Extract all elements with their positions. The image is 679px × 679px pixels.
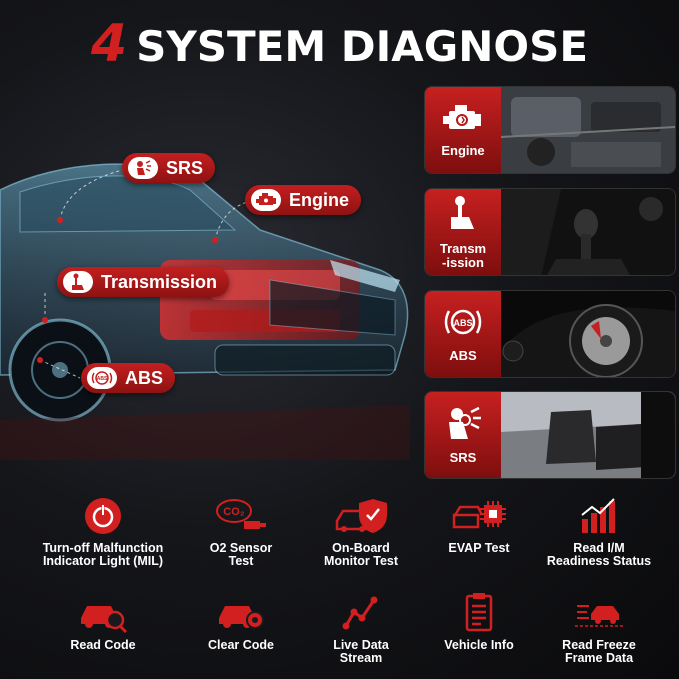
feature-read-im-readiness-label: Read I/M Readiness Status [546,541,652,568]
feature-evap-test-label: EVAP Test [448,541,510,555]
feature-read-freeze-frame: Read Freeze Frame Data [534,591,664,665]
gear-shifter-photo [501,189,675,275]
abs-icon: ABS [87,367,117,389]
feature-read-code-label: Read Code [70,638,136,652]
feature-vehicle-info: Vehicle Info [414,591,544,652]
system-card-engine: Engine [424,86,676,174]
system-card-engine-label: Engine [441,142,485,158]
tag-abs: ABS ABS [81,363,176,393]
car-xray-graphic [0,163,410,460]
feature-o2-sensor-test: CO₂ O2 Sensor Test [176,494,306,568]
tag-transmission-label: Transmission [101,271,218,292]
car-illustration [0,120,420,460]
system-card-srs-label: SRS [449,449,477,465]
line-graph-icon [296,591,426,635]
car-frame-icon [534,591,664,635]
feature-clear-code: Clear Code [176,591,306,652]
engine-icon [441,103,485,138]
feature-turn-off-mil-label: Turn-off Malfunction Indicator Light (MI… [42,541,164,568]
system-card-abs: ABS ABS [424,290,676,378]
feature-clear-code-label: Clear Code [208,638,274,652]
bar-chart-icon [534,494,664,538]
wheel-photo [501,291,675,377]
engine-photo [500,87,675,173]
feature-read-im-readiness: Read I/M Readiness Status [534,494,664,568]
system-card-srs: SRS [424,391,676,479]
feature-on-board-monitor: On-Board Monitor Test [296,494,426,568]
svg-text:CO₂: CO₂ [223,506,245,518]
power-icon [38,494,168,538]
car-seat-photo [501,392,675,478]
tag-engine: Engine [245,185,362,215]
feature-live-data-stream-label: Live Data Stream [333,638,389,665]
gear-shift-icon [448,195,478,236]
car-shield-icon [296,494,426,538]
car-search-icon [38,591,168,635]
car-chip-icon [414,494,544,538]
title-number: 4 [90,14,127,74]
tag-transmission: Transmission [57,267,230,297]
engine-icon [251,189,281,211]
svg-text:ABS: ABS [453,318,472,328]
system-card-transmission-label: Transm -ission [439,240,487,270]
tag-engine-label: Engine [289,189,350,210]
feature-vehicle-info-label: Vehicle Info [444,638,514,652]
co2-sensor-icon: CO₂ [176,494,306,538]
document-icon [414,591,544,635]
tag-srs: SRS [122,153,216,183]
feature-read-freeze-frame-label: Read Freeze Frame Data [562,638,636,665]
airbag-icon [128,157,158,179]
airbag-icon [443,406,483,445]
feature-on-board-monitor-label: On-Board Monitor Test [323,541,399,568]
feature-read-code: Read Code [38,591,168,652]
title-text: SYSTEM DIAGNOSE [136,22,589,71]
tag-abs-label: ABS [125,367,164,388]
abs-icon: ABS [443,306,483,343]
feature-live-data-stream: Live Data Stream [296,591,426,665]
system-card-abs-label: ABS [449,347,477,363]
car-gear-icon [176,591,306,635]
feature-o2-sensor-test-label: O2 Sensor Test [209,541,273,568]
tag-srs-label: SRS [166,157,204,178]
svg-text:ABS: ABS [97,376,108,382]
system-card-transmission: Transm -ission [424,188,676,276]
gear-shift-icon [63,271,93,293]
system-card-transmission-text: Transm -ission [439,240,487,270]
feature-turn-off-mil: Turn-off Malfunction Indicator Light (MI… [38,494,168,568]
feature-evap-test: EVAP Test [414,494,544,555]
